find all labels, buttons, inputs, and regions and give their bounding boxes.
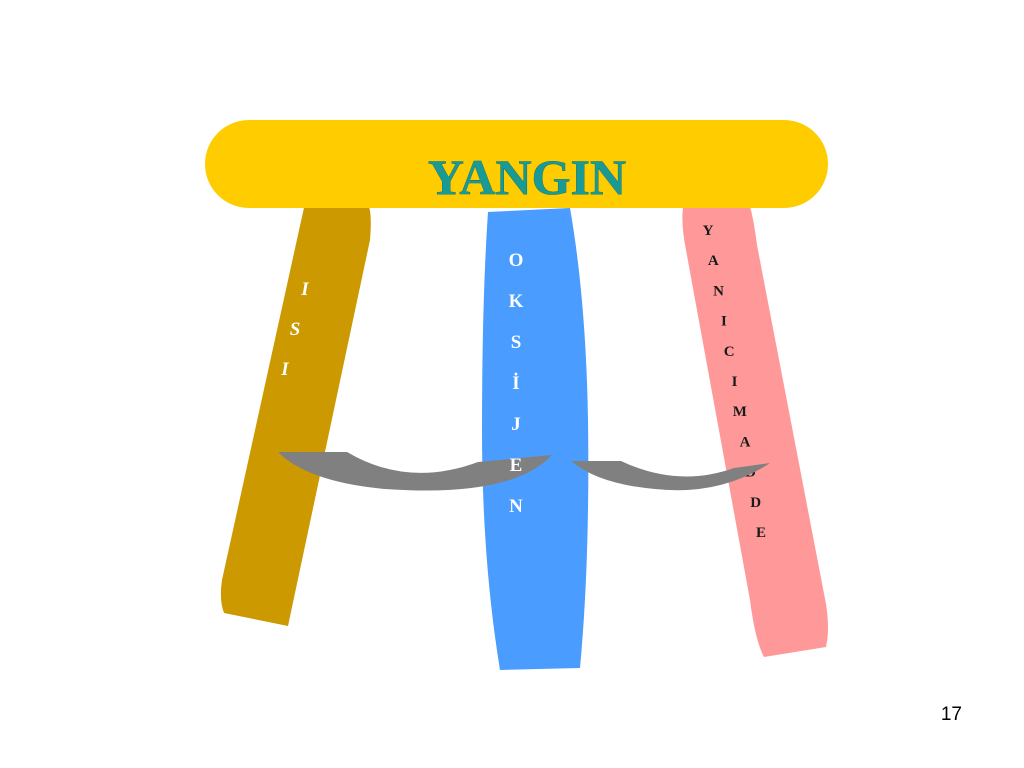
stool-title: YANGIN <box>428 149 626 205</box>
leg-yanici-madde-letter: N <box>713 283 724 299</box>
leg-yanici-madde-letter: Y <box>703 223 714 239</box>
leg-oksijen-letter: N <box>509 496 523 517</box>
leg-yanici-madde-letter: M <box>733 404 747 420</box>
brace-right <box>571 461 770 491</box>
leg-oksijen <box>482 208 589 670</box>
leg-yanici-madde-letter: I <box>732 374 738 390</box>
leg-yanici-madde-letter: I <box>721 314 727 330</box>
leg-yanici-madde-letter: C <box>724 344 735 360</box>
leg-yanici-madde-letter: E <box>756 525 766 541</box>
slide-number: 17 <box>940 704 962 725</box>
leg-oksijen-letter: J <box>511 414 521 435</box>
leg-oksijen-letter: İ <box>512 373 519 394</box>
leg-oksijen-letter: S <box>511 332 522 353</box>
leg-isi-letters: ISI <box>280 279 309 380</box>
stool-seat <box>205 120 828 208</box>
leg-oksijen-shape <box>482 208 589 670</box>
leg-isi-letter: I <box>300 279 309 300</box>
leg-oksijen-letter: E <box>510 455 523 476</box>
leg-yanici-madde-letter: D <box>750 495 761 511</box>
leg-yanici-madde-letter: A <box>740 434 751 450</box>
leg-yanici-madde: YANICIMADDE <box>682 190 828 657</box>
leg-isi-shape <box>220 194 371 626</box>
leg-oksijen-letter: K <box>509 291 524 312</box>
leg-yanici-madde-shape <box>682 190 828 657</box>
leg-isi-letter: S <box>290 319 301 340</box>
brace-left <box>278 452 552 491</box>
leg-isi: ISI <box>220 194 371 626</box>
leg-isi-letter: I <box>280 359 289 380</box>
leg-oksijen-letter: O <box>509 250 524 271</box>
leg-yanici-madde-letter: A <box>708 253 719 269</box>
